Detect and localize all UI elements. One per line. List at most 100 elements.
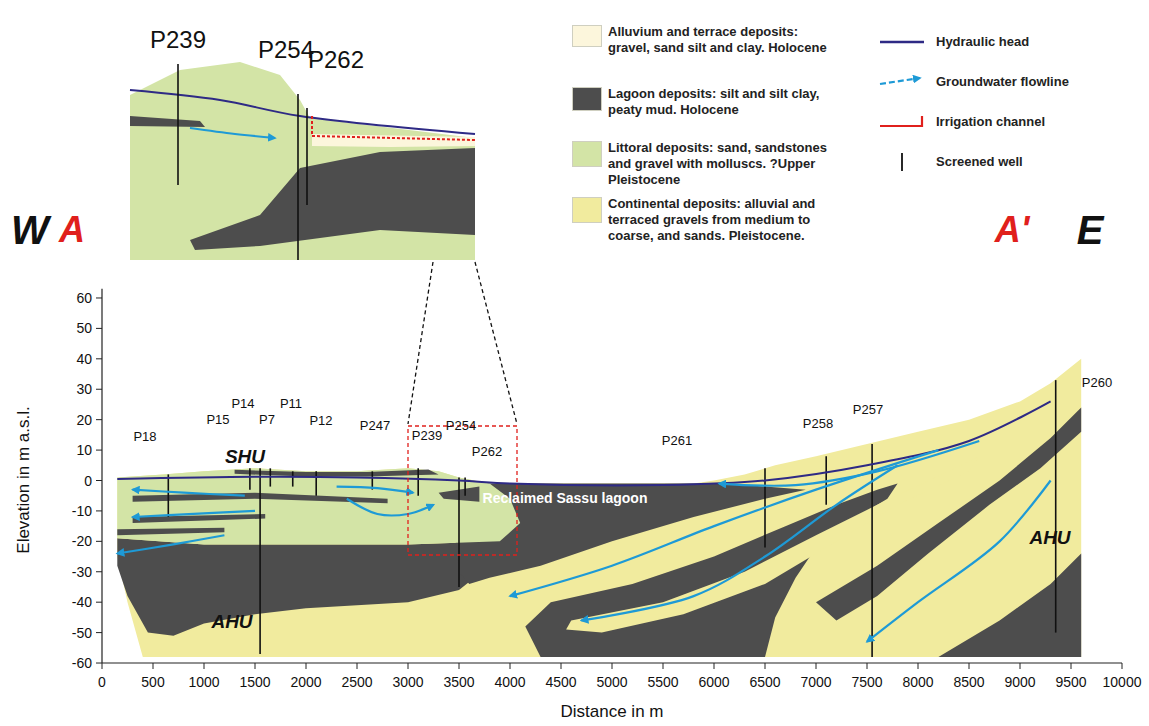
tick-label: 0 <box>98 674 106 690</box>
unit-label: AHU <box>211 611 252 633</box>
tick-label: 10 <box>76 442 92 458</box>
tick-label: 7500 <box>851 674 882 690</box>
legend-item: Irrigation channel <box>876 114 1106 130</box>
tick-label: -60 <box>72 655 92 671</box>
legend-text: Groundwater flowline <box>936 74 1106 90</box>
well-label: P262 <box>308 46 364 74</box>
legend-sample <box>876 152 928 172</box>
screened-well <box>458 477 460 587</box>
screened-well <box>168 474 170 517</box>
screened-well <box>1055 380 1057 632</box>
legend-text: Screened well <box>936 154 1106 170</box>
continental-deposit <box>117 359 1081 657</box>
inset-zoom <box>130 62 475 260</box>
legend-swatch <box>572 141 602 167</box>
tick-label: 1500 <box>239 674 270 690</box>
section-end-letter: W <box>11 207 49 253</box>
axes <box>96 289 1122 669</box>
tick-label: 500 <box>141 674 164 690</box>
legend-item: Screened well <box>876 154 1106 170</box>
tick-label: 2000 <box>290 674 321 690</box>
tick-label: -10 <box>72 503 92 519</box>
unit-label: SHU <box>225 446 265 468</box>
legend-item: Alluvium and terrace deposits: gravel, s… <box>572 24 837 56</box>
groundwater-flowline <box>133 511 255 517</box>
geology <box>117 359 1081 657</box>
groundwater-flowline <box>133 490 245 496</box>
tick-label: 10000 <box>1103 674 1142 690</box>
well-label: P247 <box>360 419 390 434</box>
tick-label: 4500 <box>545 674 576 690</box>
lagoon-deposit <box>117 528 224 536</box>
tick-label: 5000 <box>596 674 627 690</box>
tick-label: 2500 <box>341 674 372 690</box>
axis-title: Elevation in m a.s.l. <box>14 406 34 553</box>
groundwater-flowline <box>337 487 414 493</box>
screened-well <box>177 64 179 185</box>
lagoon-deposit <box>117 538 500 635</box>
irrigation-channel <box>312 116 475 140</box>
tick-label: 7000 <box>800 674 831 690</box>
well-label: P254 <box>446 419 476 434</box>
tick-label: 6000 <box>698 674 729 690</box>
legend-item: Continental deposits: alluvial and terra… <box>572 196 837 244</box>
tick-label: 1000 <box>188 674 219 690</box>
legend-text: Continental deposits: alluvial and terra… <box>608 196 837 244</box>
tick-label: 9500 <box>1055 674 1086 690</box>
legend-sample <box>876 72 928 92</box>
lagoon-deposit <box>525 484 897 657</box>
tick-label: 6500 <box>749 674 780 690</box>
screened-well <box>259 468 261 654</box>
well-label: P239 <box>150 26 206 54</box>
legend-swatch <box>572 25 602 47</box>
screened-well <box>315 471 317 495</box>
tick-label: 3500 <box>443 674 474 690</box>
section-end-letter: E <box>1077 207 1104 253</box>
well-label: P15 <box>206 413 229 428</box>
screened-well <box>297 94 299 260</box>
well-label: P7 <box>259 413 275 428</box>
hydraulic-head <box>117 401 1050 485</box>
tick-label: -50 <box>72 625 92 641</box>
well-label: P262 <box>472 445 502 460</box>
tick-label: 40 <box>76 351 92 367</box>
profile-letter: A <box>59 209 85 250</box>
well-label: P261 <box>662 434 692 449</box>
tick-label: -40 <box>72 594 92 610</box>
well-label: P258 <box>803 417 833 432</box>
screened-well <box>306 108 308 205</box>
legend-sample <box>876 112 928 132</box>
groundwater-flowline <box>867 481 1051 642</box>
well-label: P11 <box>280 397 302 412</box>
axis-title: Distance in m <box>561 702 664 722</box>
profile-letter: A' <box>995 209 1030 250</box>
well-label: P18 <box>133 430 156 445</box>
lagoon-deposit <box>938 554 1081 657</box>
tick-label: 20 <box>76 412 92 428</box>
tick-label: 4000 <box>494 674 525 690</box>
legend-item: Groundwater flowline <box>876 74 1106 90</box>
legend-item: Hydraulic head <box>876 34 1106 50</box>
screened-well <box>292 471 294 486</box>
legend-item: Littoral deposits: sand, sandstones and … <box>572 140 837 188</box>
tick-label: 5500 <box>647 674 678 690</box>
screened-well <box>417 468 419 495</box>
screened-well <box>871 444 873 657</box>
screened-well <box>249 468 251 489</box>
groundwater-flowline <box>117 535 224 553</box>
legend-sample <box>876 32 928 52</box>
well-label: P12 <box>309 414 332 429</box>
lagoon-deposit <box>816 407 1081 620</box>
well-label: P254 <box>258 36 314 64</box>
tick-label: 50 <box>76 320 92 336</box>
legend-swatch <box>572 197 602 223</box>
legend-text: Littoral deposits: sand, sandstones and … <box>608 140 837 188</box>
tick-label: 3000 <box>392 674 423 690</box>
zoom-leader <box>408 262 433 424</box>
tick-label: -30 <box>72 564 92 580</box>
tick-label: 8000 <box>902 674 933 690</box>
tick-label: 0 <box>84 472 92 488</box>
groundwater-flowline <box>581 465 897 620</box>
